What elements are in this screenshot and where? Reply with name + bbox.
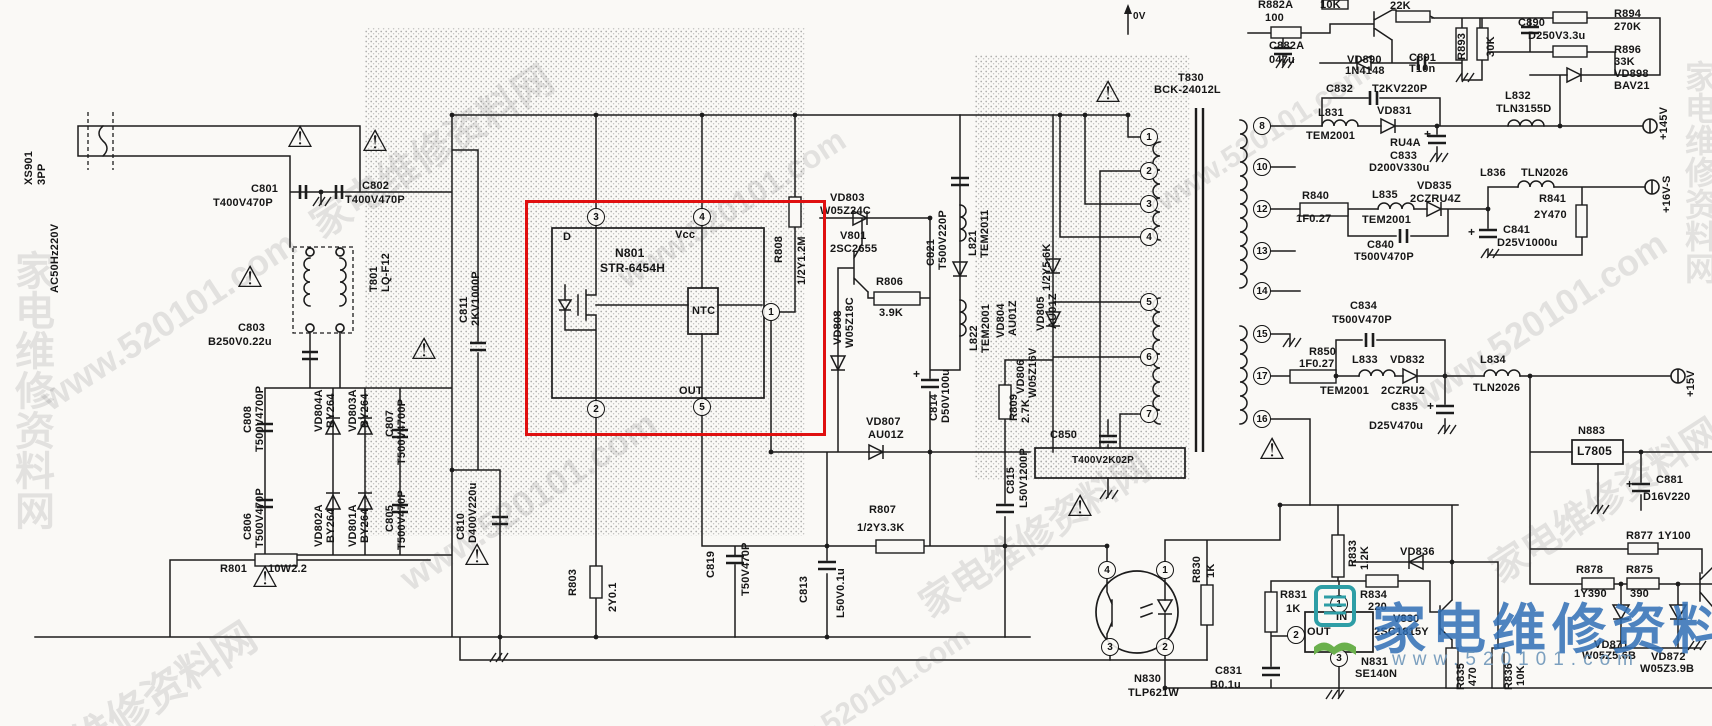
secondary-wires bbox=[1247, 8, 1712, 649]
connector-dashes bbox=[87, 112, 114, 170]
resistor-bodies bbox=[254, 0, 1660, 689]
primary-wires bbox=[34, 114, 1208, 661]
regulation-wires bbox=[1106, 504, 1712, 698]
ntc-box bbox=[687, 287, 719, 335]
site-url: www.520101.com bbox=[1392, 649, 1640, 670]
highlight-box bbox=[525, 200, 826, 436]
choke-box bbox=[292, 246, 354, 334]
optocoupler-body bbox=[1095, 570, 1179, 654]
coil-paths bbox=[98, 119, 1555, 425]
diode-symbols bbox=[324, 54, 1688, 621]
output-terminals bbox=[1642, 118, 1686, 384]
junction-dots bbox=[318, 4, 1681, 691]
capacitor-plates bbox=[257, 25, 1650, 677]
site-logo: 家电维修资料网 www.520101.com bbox=[1312, 585, 1712, 670]
y-cap-box bbox=[1034, 447, 1186, 479]
center-wires bbox=[564, 114, 1141, 638]
site-name: 家电维修资料网 bbox=[1372, 598, 1712, 661]
ldo-box bbox=[1571, 439, 1624, 465]
transformer-core bbox=[1194, 108, 1205, 452]
book-icon bbox=[1314, 585, 1356, 655]
ground-symbols bbox=[312, 58, 1707, 700]
transformer-wires bbox=[1059, 13, 1141, 498]
